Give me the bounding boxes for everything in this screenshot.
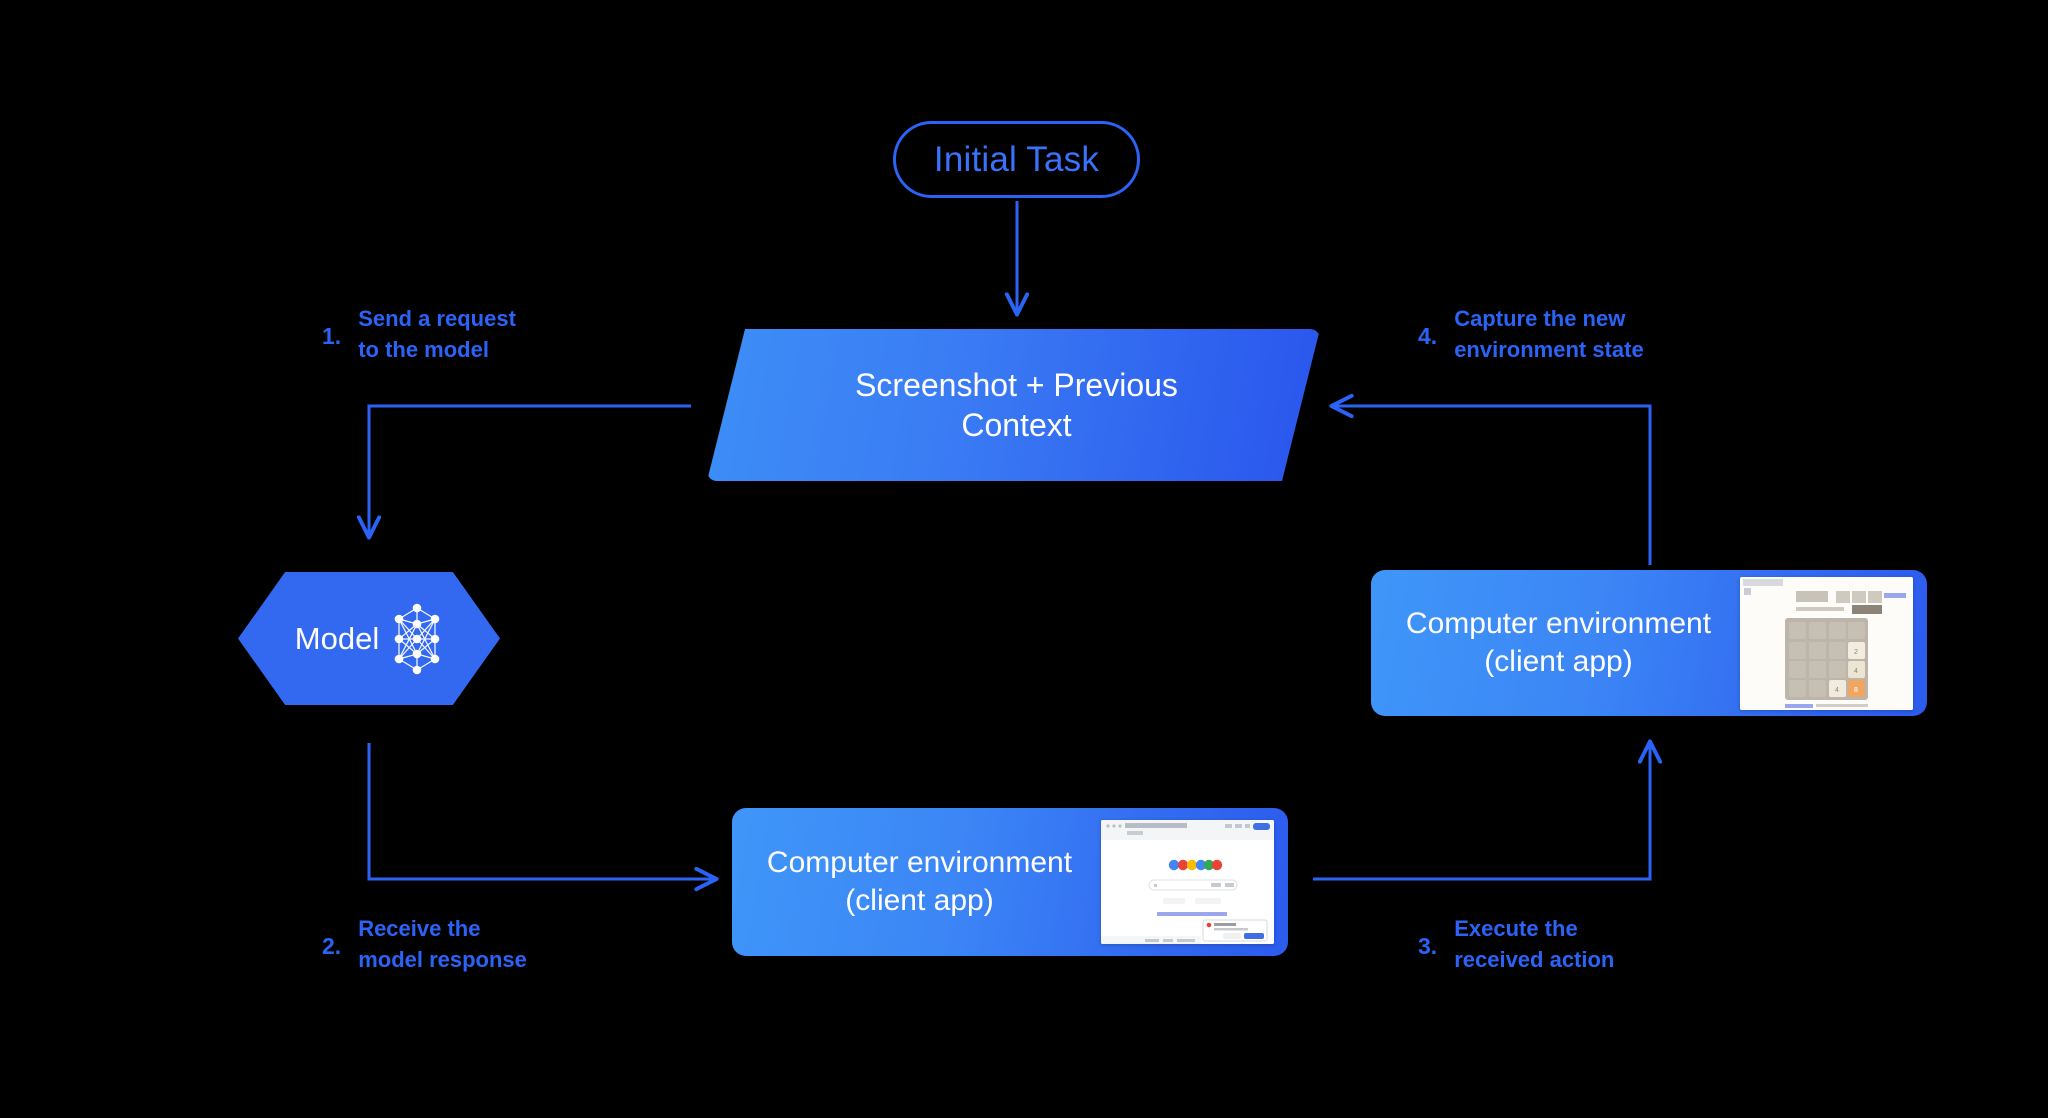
step-4-text: Capture the new environment state bbox=[1454, 306, 1644, 363]
initial-task-node[interactable]: Initial Task bbox=[893, 121, 1140, 198]
step-2-caption: 2. Receive the model response bbox=[322, 913, 527, 975]
step-3-text: Execute the received action bbox=[1454, 916, 1615, 973]
step-1-caption: 1. Send a request to the model bbox=[322, 303, 516, 365]
computer-environment-right-label: Computer environment (client app) bbox=[1405, 606, 1712, 678]
arrow-step-1-context-to-model bbox=[369, 404, 691, 537]
step-2-text: Receive the model response bbox=[358, 916, 527, 973]
arrow-step-4-env-to-context bbox=[1332, 406, 1652, 565]
google-search-screenshot bbox=[1101, 820, 1274, 944]
initial-task-label: Initial Task bbox=[933, 139, 1100, 179]
model-node-label: Model bbox=[294, 620, 380, 656]
step-4-caption: 4. Capture the new environment state bbox=[1418, 303, 1644, 365]
step-1-number: 1. bbox=[322, 323, 342, 349]
step-3-number: 3. bbox=[1418, 933, 1438, 959]
context-node-label: Screenshot + Previous Context bbox=[855, 367, 1178, 443]
computer-environment-right[interactable]: Computer environment (client app) bbox=[1371, 570, 1927, 716]
2048-game-screenshot: 2 4 4 8 bbox=[1740, 576, 1913, 710]
context-node[interactable]: Screenshot + Previous Context bbox=[707, 329, 1320, 481]
computer-environment-bottom-label: Computer environment (client app) bbox=[766, 845, 1073, 917]
model-node[interactable]: Model bbox=[238, 572, 500, 705]
svg-text:4: 4 bbox=[1854, 668, 1858, 675]
arrow-step-3-env-to-env bbox=[1313, 742, 1650, 881]
step-2-number: 2. bbox=[322, 933, 342, 959]
step-1-text: Send a request to the model bbox=[358, 306, 516, 363]
neural-network-icon bbox=[391, 601, 443, 677]
svg-text:2: 2 bbox=[1854, 649, 1858, 656]
step-3-caption: 3. Execute the received action bbox=[1418, 913, 1614, 975]
computer-environment-bottom[interactable]: Computer environment (client app) bbox=[732, 808, 1288, 956]
svg-text:8: 8 bbox=[1854, 687, 1858, 694]
arrow-step-2-model-to-env bbox=[367, 743, 716, 879]
step-4-number: 4. bbox=[1418, 323, 1438, 349]
svg-text:4: 4 bbox=[1835, 687, 1839, 694]
